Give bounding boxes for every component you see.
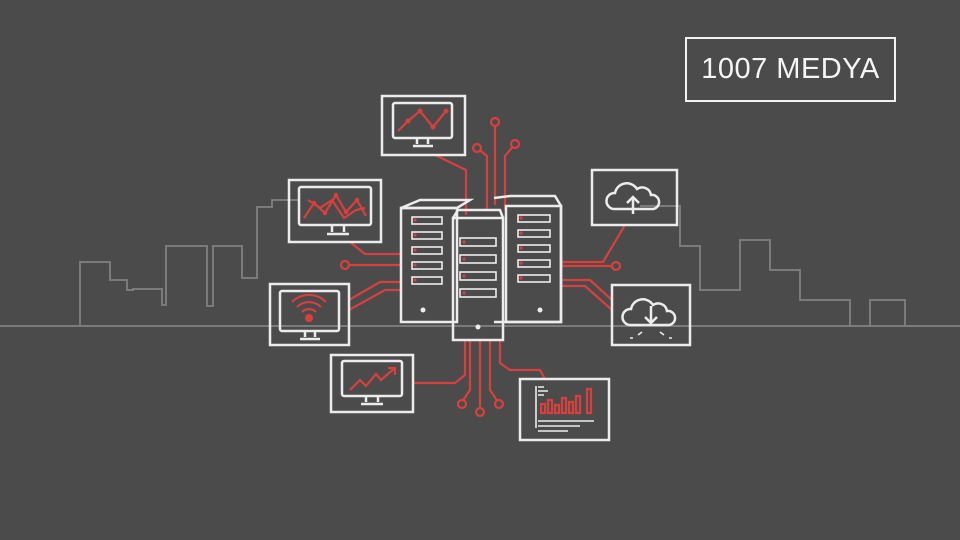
multi-line-chart-monitor-icon <box>287 178 383 244</box>
cloud-download-icon <box>610 283 692 347</box>
server-rack-icon <box>399 194 563 342</box>
bar-chart-document-icon <box>518 377 611 442</box>
wifi-monitor-icon <box>268 282 351 347</box>
cloud-upload-icon <box>590 168 679 227</box>
circuit-traces <box>339 116 626 418</box>
line-chart-monitor-icon <box>380 94 467 157</box>
brand-logo: 1007 MEDYA <box>685 37 896 102</box>
trend-up-monitor-icon <box>329 353 415 414</box>
